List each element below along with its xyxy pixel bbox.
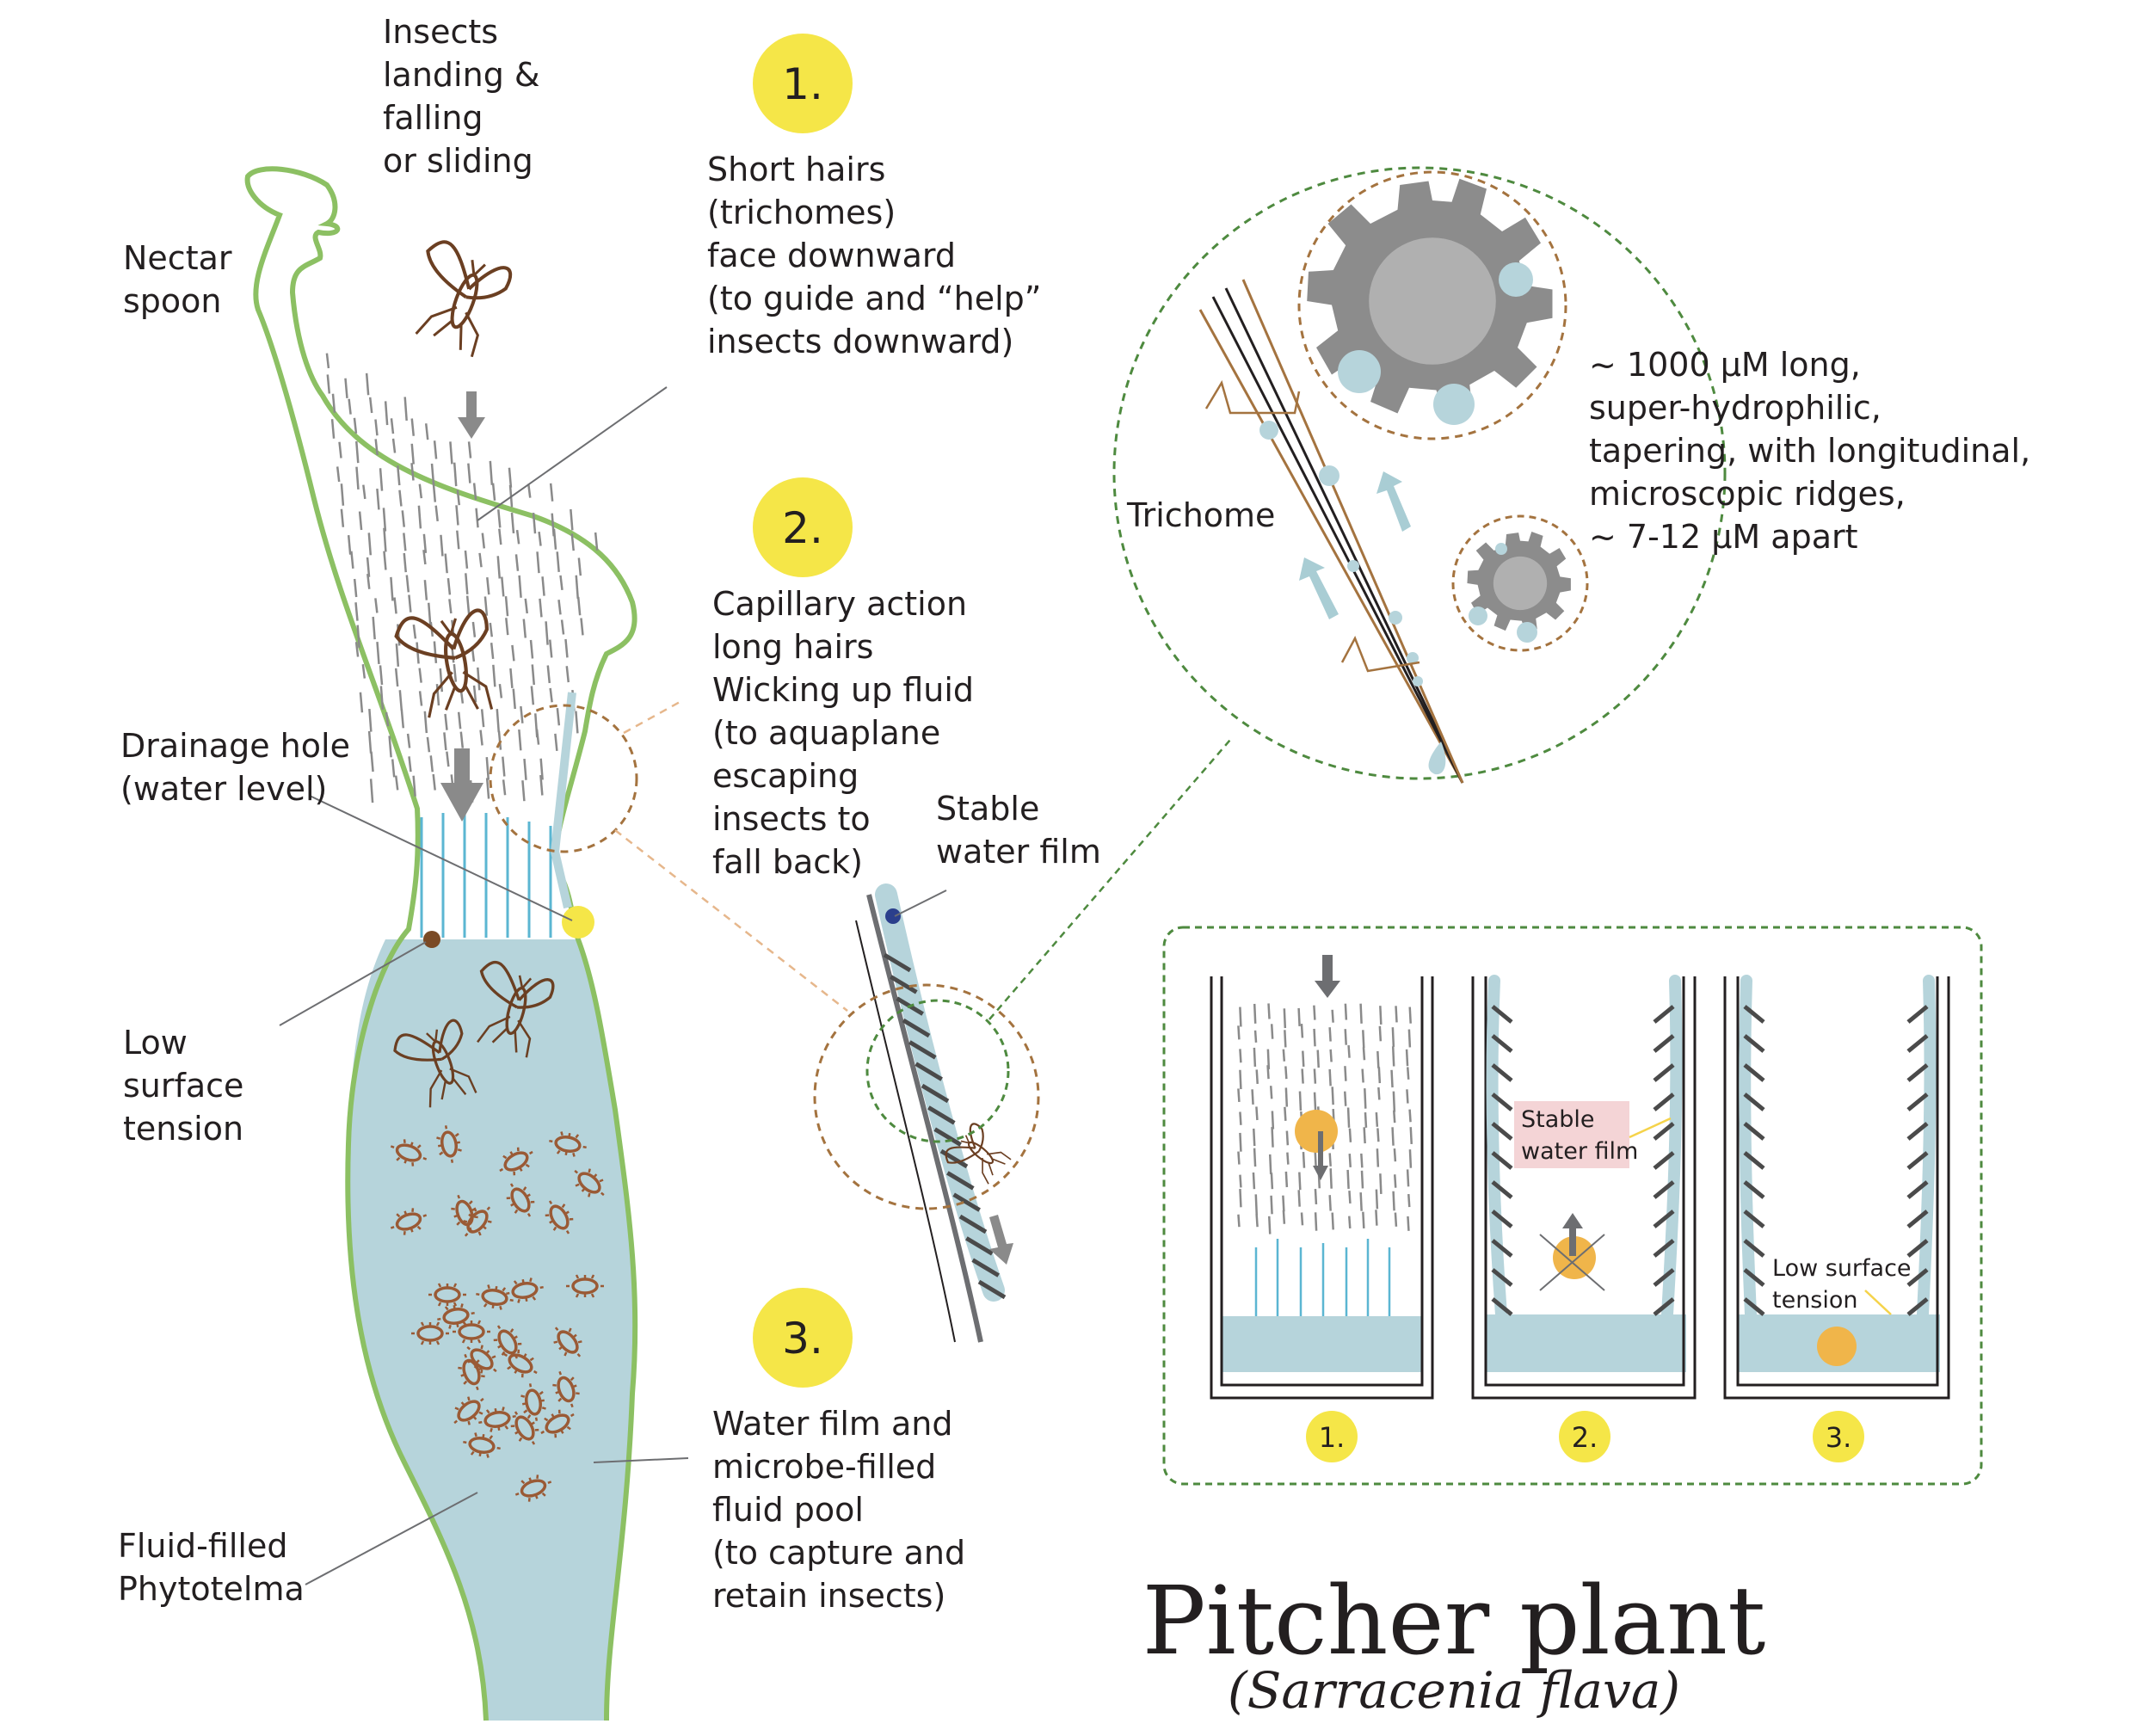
down-arrow-icon — [458, 391, 485, 439]
label-line: Short hairs — [707, 151, 885, 188]
label-line: Stable — [936, 790, 1039, 828]
page-subtitle: (Sarracenia flava) — [1228, 1661, 1680, 1720]
label-line: escaping — [712, 757, 859, 795]
label-line: water film — [936, 833, 1101, 871]
label-line: fluid pool — [712, 1491, 864, 1529]
nectar-spoon-label: Nectar spoon — [123, 239, 232, 320]
label-line: face downward — [707, 237, 956, 274]
label-line: spoon — [123, 282, 222, 320]
fluid-filled-label: Fluid-filled Phytotelma — [118, 1527, 305, 1608]
pitcher-plant — [244, 166, 689, 1721]
label-line: Drainage hole — [120, 727, 350, 765]
label-line: ~ 1000 µM long, — [1589, 346, 1861, 384]
insect-icon — [394, 605, 502, 723]
water-film-dot — [885, 908, 901, 924]
label-line: tension — [123, 1110, 243, 1148]
trichome-hairs — [325, 353, 599, 803]
stages-panel: Stable water film Low surface tension 1.… — [1162, 926, 1983, 1486]
label-line: (water level) — [120, 770, 327, 808]
detail-circle — [865, 999, 1010, 1143]
step-2-text: Capillary action long hairs Wicking up f… — [712, 585, 974, 881]
trichome-zoom — [1112, 166, 1727, 784]
low-surface-tension-dot — [423, 931, 440, 948]
leader-line — [894, 890, 947, 917]
detail-circle — [489, 704, 638, 853]
label-line: Phytotelma — [118, 1570, 305, 1608]
label-line: landing & — [383, 56, 540, 94]
stage-number: 3. — [1826, 1421, 1852, 1454]
label-line: fall back) — [712, 843, 863, 881]
plant-outline — [244, 166, 638, 1721]
label-line: insects downward) — [707, 323, 1013, 360]
label-line: (to capture and — [712, 1534, 965, 1572]
insects-landing-label: Insects landing & falling or sliding — [383, 13, 540, 180]
detail-circle — [813, 983, 1040, 1210]
stage-number: 1. — [1319, 1421, 1346, 1454]
label-line: tapering, with longitudinal, — [1589, 432, 2030, 470]
step-number: 3. — [782, 1314, 823, 1364]
leader-line — [593, 1457, 689, 1463]
stable-water-film-label: water film — [1521, 1138, 1638, 1165]
fluid-pool — [348, 939, 636, 1721]
label-line: or sliding — [383, 142, 533, 180]
label-line: long hairs — [712, 628, 873, 666]
label-line: Insects — [383, 13, 498, 51]
leader-line — [305, 1492, 478, 1585]
label-line: microbe-filled — [712, 1448, 936, 1486]
trichome-label: Trichome — [1126, 496, 1275, 534]
label-line: falling — [383, 99, 483, 137]
wicking-hairs — [420, 809, 552, 938]
label-line: insects to — [712, 800, 871, 838]
stage-1-cup — [1210, 955, 1434, 1400]
label-line: Low — [123, 1024, 188, 1062]
stage-2-cup: Stable water film — [1471, 975, 1697, 1400]
label-line: microscopic ridges, — [1589, 475, 1906, 513]
label-line: Nectar — [123, 239, 232, 277]
connector-line — [623, 699, 682, 735]
label-line: (to aquaplane — [712, 714, 940, 752]
step-badges: 1. 2. 3. — [753, 34, 853, 1388]
low-surface-tension-label: tension — [1772, 1287, 1858, 1314]
label-line: (trichomes) — [707, 194, 896, 231]
step-1-text: Short hairs (trichomes) face downward (t… — [707, 151, 1041, 360]
label-line: Wicking up fluid — [712, 671, 974, 709]
low-surface-tension-label: Low surface tension — [123, 1024, 243, 1148]
step-number: 1. — [782, 59, 823, 109]
connector-line — [988, 739, 1231, 1020]
step-number: 2. — [782, 503, 823, 553]
insect-icon — [397, 235, 516, 362]
leader-line — [279, 941, 427, 1026]
stable-water-film-label: Stable water film — [936, 790, 1101, 871]
drainage-hole-dot — [562, 906, 594, 939]
label-line: super-hydrophilic, — [1589, 389, 1881, 427]
step-3-text: Water film and microbe-filled fluid pool… — [712, 1405, 965, 1615]
stable-water-film-label: Stable — [1521, 1106, 1595, 1133]
leader-line — [309, 795, 573, 921]
page-title: Pitcher plant — [1142, 1566, 1766, 1676]
water-film-wall — [550, 692, 576, 909]
wall-hairs — [883, 952, 1007, 1300]
down-arrow-icon — [989, 1215, 1013, 1265]
up-arrow-icon — [1562, 1213, 1583, 1256]
wall-detail — [813, 739, 1231, 1343]
stage-number: 2. — [1572, 1421, 1598, 1454]
label-line: (to guide and “help” — [707, 280, 1041, 317]
trichome-description: ~ 1000 µM long, super-hydrophilic, taper… — [1589, 346, 2030, 556]
down-arrow-icon — [1313, 1131, 1328, 1180]
label-line: surface — [123, 1067, 243, 1105]
label-line: Water film and — [712, 1405, 953, 1443]
low-surface-tension-label: Low surface — [1772, 1255, 1912, 1282]
drainage-hole-label: Drainage hole (water level) — [120, 727, 350, 808]
leader-line — [477, 386, 668, 521]
label-line: retain insects) — [712, 1577, 945, 1615]
down-arrow-icon — [1315, 955, 1340, 998]
label-line: ~ 7-12 µM apart — [1589, 518, 1858, 556]
label-line: Fluid-filled — [118, 1527, 287, 1565]
label-line: Capillary action — [712, 585, 967, 623]
down-arrow-icon — [440, 748, 483, 822]
stage-3-cup: Low surface tension — [1723, 975, 1950, 1400]
